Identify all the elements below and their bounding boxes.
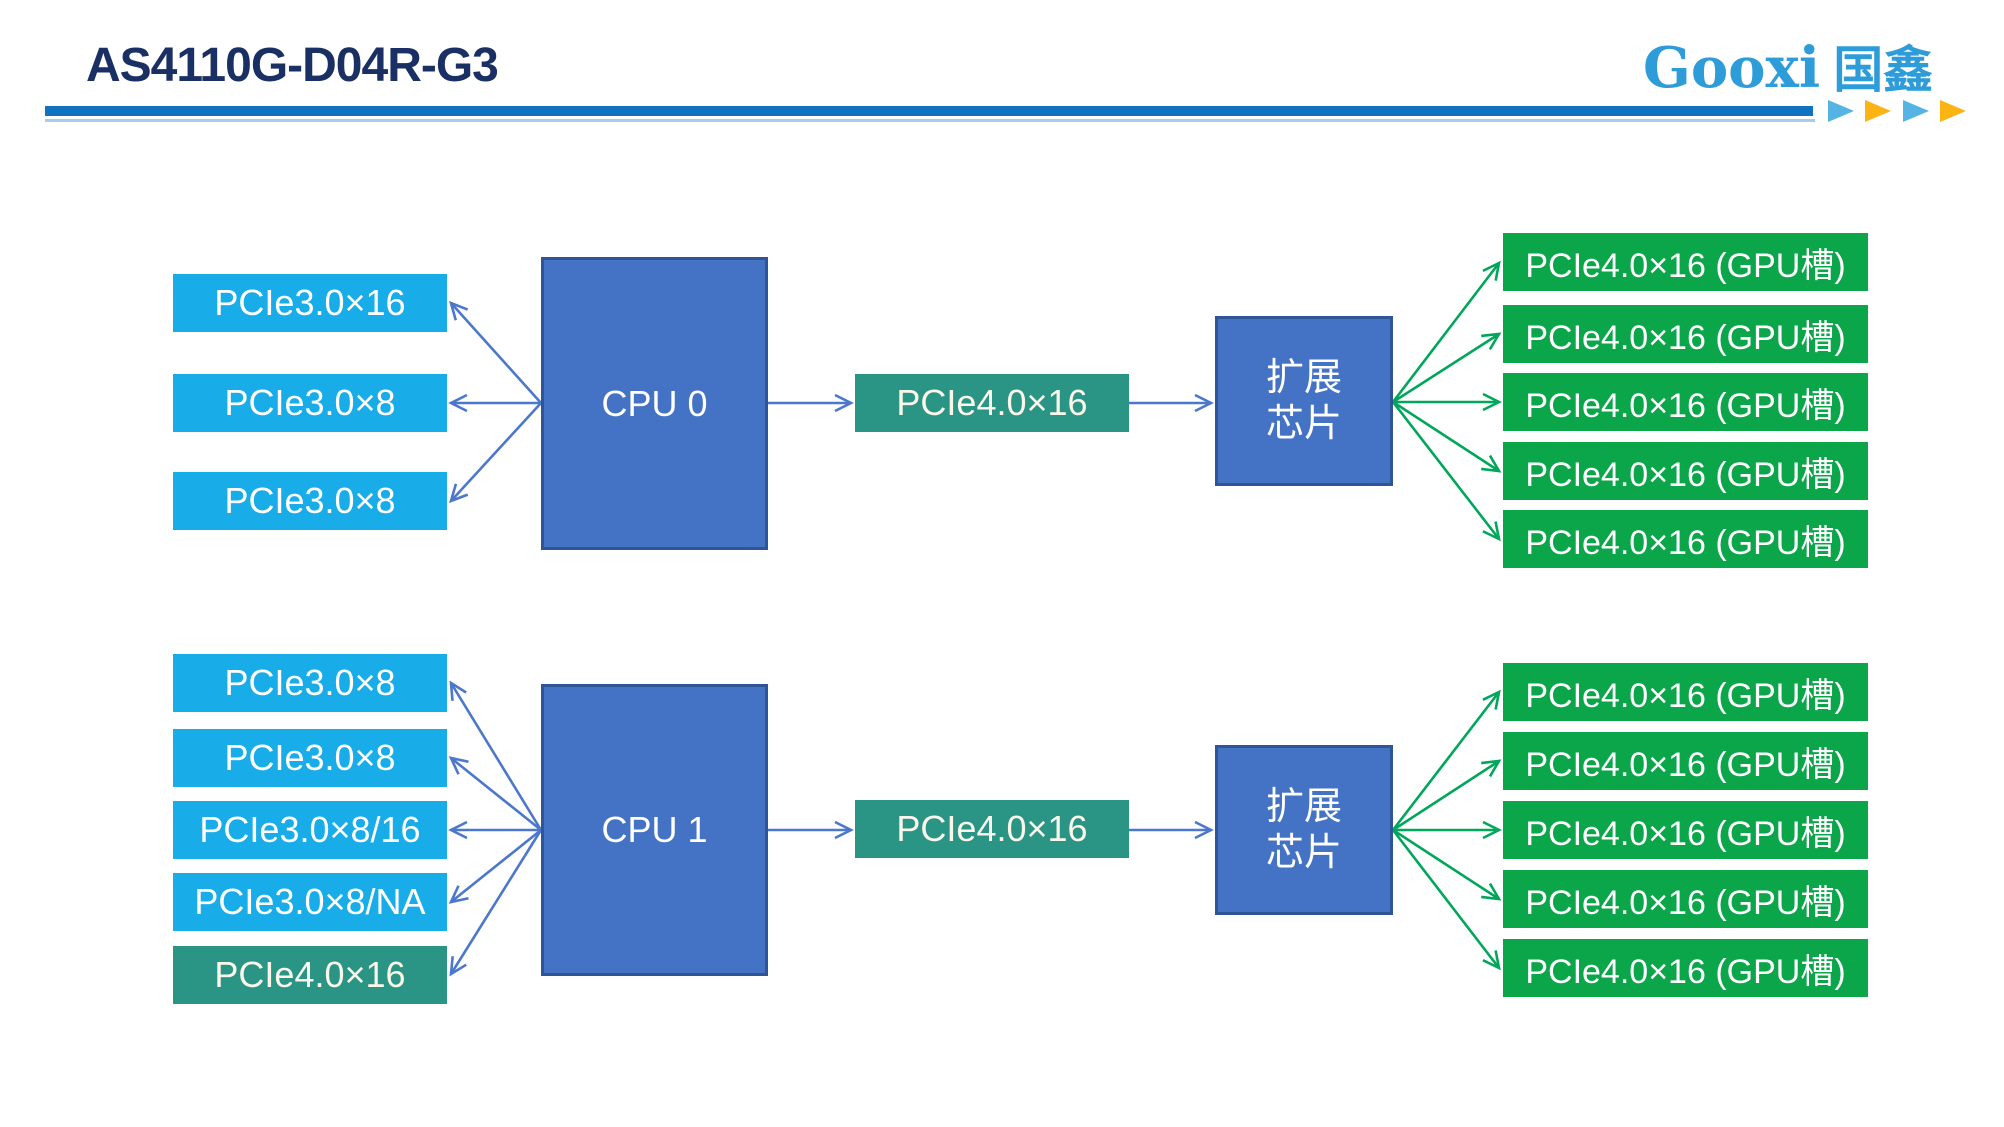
cpu-to-slot-arrow — [449, 300, 542, 404]
cpu-to-slot-arrow — [448, 756, 542, 832]
gpu-slot-box: PCIe4.0×16 (GPU槽) — [1503, 233, 1868, 291]
chip-to-gpu-arrow — [1392, 400, 1502, 473]
blue-connectors — [448, 300, 1214, 977]
expander-chip-box: 扩展 芯片 — [1215, 745, 1393, 915]
chip-to-gpu-arrow — [1391, 401, 1501, 542]
gooxi-cjk-wordmark: 国鑫 — [1833, 42, 1934, 98]
uplink-box: PCIe4.0×16 — [855, 374, 1129, 432]
brand-logo: Gooxi 国鑫 — [1643, 30, 1933, 102]
chip-to-gpu-arrow — [1391, 829, 1501, 971]
header-triangle-icon — [1865, 100, 1891, 122]
chip-to-gpu-arrow — [1391, 260, 1501, 403]
expander-chip-box: 扩展 芯片 — [1215, 316, 1393, 486]
pcie-slot-box: PCIe3.0×16 — [173, 274, 447, 332]
header-rule-accent — [45, 119, 1815, 122]
cpu-to-slot-arrow — [449, 680, 543, 831]
chip-to-gpu-arrow — [1392, 759, 1502, 832]
pcie-slot-box: PCIe3.0×8 — [173, 654, 447, 712]
pcie-slot-box: PCIe4.0×16 — [173, 946, 447, 1004]
header-triangle-icon — [1940, 100, 1966, 122]
gpu-slot-box: PCIe4.0×16 (GPU槽) — [1503, 663, 1868, 721]
green-connectors — [1391, 260, 1502, 971]
chip-to-gpu-arrow — [1392, 332, 1502, 404]
gpu-slot-box: PCIe4.0×16 (GPU槽) — [1503, 870, 1868, 928]
gpu-slot-box: PCIe4.0×16 (GPU槽) — [1503, 801, 1868, 859]
header-rule — [45, 106, 1813, 116]
header-triangle-icon — [1828, 100, 1854, 122]
cpu-to-slot-arrow — [449, 402, 542, 504]
pcie-slot-box: PCIe3.0×8/16 — [173, 801, 447, 859]
pcie-slot-box: PCIe3.0×8/NA — [173, 873, 447, 931]
chip-to-gpu-arrow — [1391, 689, 1501, 831]
page-title: AS4110G-D04R-G3 — [86, 39, 499, 92]
gpu-slot-box: PCIe4.0×16 (GPU槽) — [1503, 732, 1868, 790]
cpu-box: CPU 0 — [541, 257, 768, 550]
cpu-label: CPU 0 — [601, 382, 708, 424]
chip-to-gpu-arrow — [1392, 828, 1502, 901]
pcie-slot-box: PCIe3.0×8 — [173, 472, 447, 530]
cpu-to-slot-arrow — [448, 828, 542, 904]
gooxi-wordmark: Gooxi — [1643, 35, 1821, 101]
uplink-box: PCIe4.0×16 — [855, 800, 1129, 858]
cpu-to-slot-arrow — [449, 829, 543, 977]
cpu-box: CPU 1 — [541, 684, 768, 976]
header-triangle-icon — [1903, 100, 1929, 122]
cpu-label: CPU 1 — [601, 809, 708, 850]
pcie-slot-box: PCIe3.0×8 — [173, 729, 447, 787]
gpu-slot-box: PCIe4.0×16 (GPU槽) — [1503, 510, 1868, 568]
pcie-slot-box: PCIe3.0×8 — [173, 374, 447, 432]
gpu-slot-box: PCIe4.0×16 (GPU槽) — [1503, 442, 1868, 500]
gpu-slot-box: PCIe4.0×16 (GPU槽) — [1503, 305, 1868, 363]
gpu-slot-box: PCIe4.0×16 (GPU槽) — [1503, 373, 1868, 431]
gpu-slot-box: PCIe4.0×16 (GPU槽) — [1503, 939, 1868, 997]
